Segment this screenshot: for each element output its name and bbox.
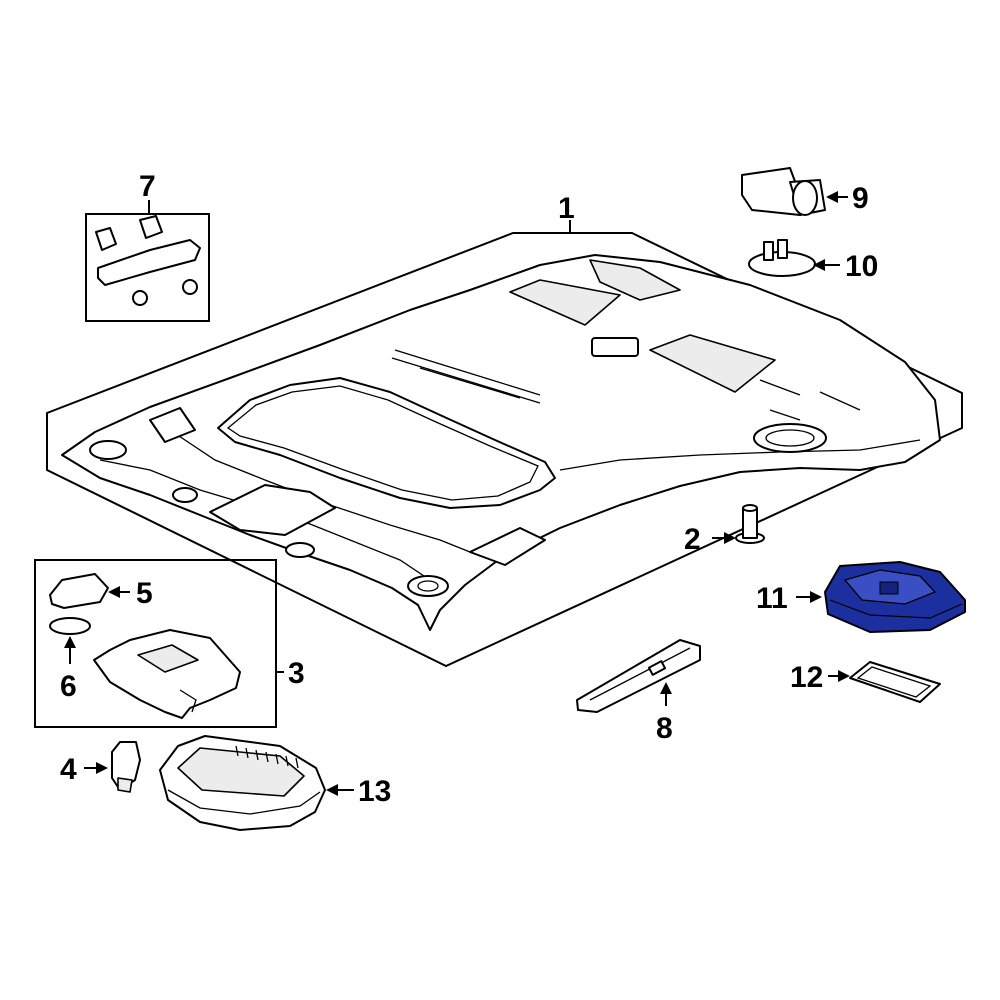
- callout-label-6: 6: [60, 670, 77, 703]
- callout-label-8: 8: [656, 712, 673, 745]
- headliner-dome-socket: [285, 542, 315, 558]
- headliner-speaker-front: [407, 575, 449, 597]
- callout-label-2: 2: [684, 523, 701, 556]
- sun-visor-group: [34, 559, 277, 728]
- part-11-map-lamp[interactable]: [824, 561, 966, 633]
- headliner-pad-rear: [589, 259, 681, 301]
- headliner-label-text: [391, 349, 541, 404]
- callout-label-7: 7: [139, 170, 156, 203]
- sunroof-opening: [217, 377, 556, 509]
- callout-label-5: 5: [136, 577, 153, 610]
- part-6-mirror-cover[interactable]: [49, 617, 91, 635]
- part-13-vent-slots: [235, 745, 299, 769]
- callout-8[interactable]: 8: [656, 682, 673, 745]
- headliner-speaker-rear: [753, 423, 827, 453]
- callout-6[interactable]: 6: [60, 636, 77, 703]
- part-9-connector[interactable]: [741, 167, 826, 216]
- callout-12[interactable]: 12: [790, 661, 850, 694]
- grab-handle-cap-left: [132, 290, 148, 306]
- callout-1[interactable]: 1: [558, 192, 575, 233]
- part-13-console[interactable]: [159, 735, 326, 831]
- callout-4[interactable]: 4: [60, 753, 108, 786]
- headliner-pad-right: [649, 334, 776, 393]
- headliner-vanity-recess: [209, 484, 336, 536]
- headliner-grab-socket: [172, 487, 198, 503]
- callout-label-12: 12: [790, 661, 823, 694]
- grab-handle-clip-right: [139, 215, 163, 239]
- grab-handle-group: [85, 213, 210, 322]
- headliner-clip-slot: [591, 337, 639, 357]
- callout-13[interactable]: 13: [326, 775, 391, 808]
- callout-9[interactable]: 9: [826, 182, 869, 215]
- callout-label-4: 4: [60, 753, 77, 786]
- callout-label-13: 13: [358, 775, 391, 808]
- callout-2[interactable]: 2: [684, 523, 736, 556]
- part-12-lens[interactable]: [849, 661, 941, 703]
- headliner-group-outline: [46, 232, 963, 668]
- sun-visor-box: [34, 559, 277, 728]
- callout-label-10: 10: [845, 250, 878, 283]
- headliner-speaker-left: [89, 440, 127, 460]
- grab-handle[interactable]: [97, 239, 201, 286]
- headliner-front-bracket: [469, 527, 546, 566]
- callout-11[interactable]: 11: [756, 582, 822, 615]
- part-2-pin[interactable]: [735, 504, 765, 544]
- headliner-group: [46, 232, 963, 668]
- part-10-clip[interactable]: [748, 239, 816, 277]
- part-8-trim[interactable]: [576, 639, 701, 713]
- grab-handle-cap-right: [182, 279, 198, 295]
- callout-label-1: 1: [558, 192, 575, 225]
- callout-7[interactable]: 7: [139, 170, 156, 214]
- grab-handle-box: [85, 213, 210, 322]
- part-5-visor-clip[interactable]: [49, 573, 109, 609]
- sun-visor[interactable]: [93, 629, 241, 719]
- part-4-visor-holder[interactable]: [111, 741, 141, 793]
- grab-handle-clip-left: [95, 227, 117, 251]
- callout-3[interactable]: 3: [276, 657, 305, 690]
- headliner-side-clip: [149, 407, 196, 443]
- callout-label-11: 11: [756, 582, 788, 615]
- headliner-pad-left: [509, 279, 621, 326]
- callout-label-9: 9: [852, 182, 869, 215]
- callout-label-3: 3: [288, 657, 305, 690]
- callout-5[interactable]: 5: [108, 577, 153, 610]
- callout-10[interactable]: 10: [813, 250, 878, 283]
